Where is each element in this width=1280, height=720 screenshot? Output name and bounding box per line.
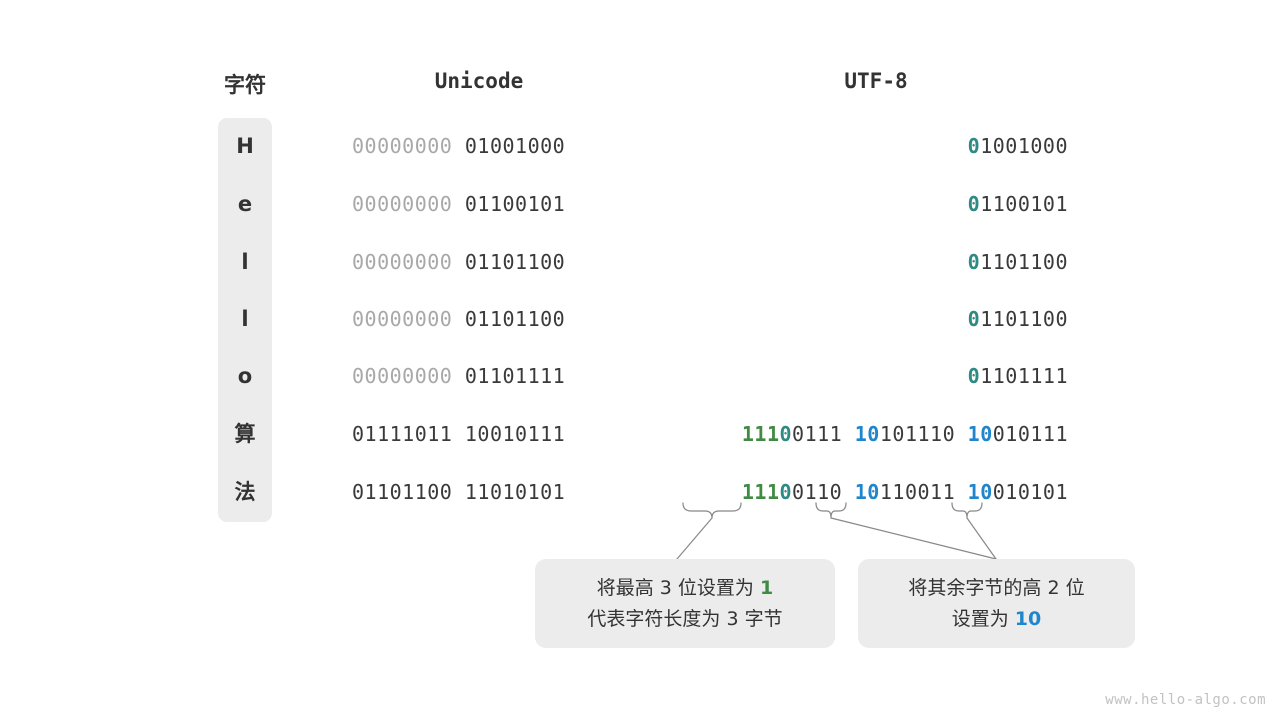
character-cell: H (236, 134, 254, 158)
utf8-prefix-bit: 0 (967, 307, 981, 331)
callout-left-line1-text: 将最高 3 位设置为 (596, 576, 760, 599)
utf8-byte2-payload: 101110 (879, 422, 956, 446)
character-cell: o (237, 364, 253, 388)
header-unicode: Unicode (434, 69, 524, 93)
leader-line-continuation-byte2 (830, 517, 997, 560)
utf8-byte1-payload: 0111 (792, 422, 843, 446)
callout-left-line1: 将最高 3 位设置为 1 (597, 573, 773, 604)
utf8-prefix-bit: 0 (967, 192, 981, 216)
utf8-lead-marker-bits: 111 (741, 422, 780, 446)
utf8-byte3-payload: 010111 (992, 422, 1068, 446)
utf8-payload-bits: 1101100 (980, 250, 1068, 274)
utf8-continuation-marker-bits: 10 (854, 422, 880, 446)
unicode-low-byte: 01101100 (464, 307, 566, 331)
unicode-low-byte: 01001000 (464, 134, 566, 158)
character-cell: l (241, 250, 249, 274)
utf8-byte2-payload: 110011 (879, 480, 956, 504)
callout-right-emphasis: 10 (1014, 607, 1042, 630)
unicode-bits: 00000000 01100101 (352, 176, 565, 233)
utf8-payload-bits: 1001000 (980, 134, 1068, 158)
utf8-payload-bits: 1101111 (980, 364, 1068, 388)
unicode-high-byte: 00000000 (352, 134, 453, 158)
callout-right-line2: 设置为 10 (952, 604, 1042, 635)
character-cell: 法 (234, 480, 256, 504)
utf8-byte1-payload: 0110 (792, 480, 843, 504)
unicode-low-byte: 01101100 (464, 250, 566, 274)
unicode-high-byte: 00000000 (352, 307, 453, 331)
unicode-bits: 00000000 01101111 (352, 348, 565, 405)
callout-continuation-bytes: 将其余字节的高 2 位 设置为 10 (858, 559, 1135, 648)
utf8-bits: 01101100 (352, 291, 1068, 348)
unicode-high-byte: 00000000 (352, 250, 453, 274)
unicode-low-byte: 01100101 (464, 192, 566, 216)
utf8-continuation-marker-bits: 10 (967, 480, 993, 504)
callout-left-emphasis: 1 (759, 576, 774, 599)
utf8-lead-terminator-bit: 0 (779, 422, 793, 446)
utf8-prefix-bit: 0 (967, 250, 981, 274)
utf8-prefix-bit: 0 (967, 134, 981, 158)
unicode-low-byte: 11010101 (464, 480, 566, 504)
utf8-lead-terminator-bit: 0 (779, 480, 793, 504)
unicode-low-byte: 10010111 (464, 422, 566, 446)
footer-url: www.hello-algo.com (1105, 692, 1266, 708)
leader-line-lead-marker (676, 517, 713, 560)
utf8-bits: 01100101 (352, 176, 1068, 233)
character-column-panel (218, 118, 272, 522)
header-character: 字符 (224, 73, 266, 97)
utf8-bits: 01001000 (352, 118, 1068, 175)
utf8-payload-bits: 1100101 (980, 192, 1068, 216)
leader-line-continuation-byte3 (966, 517, 997, 560)
header-utf8: UTF-8 (844, 69, 908, 93)
unicode-bits: 01101100 11010101 (352, 464, 565, 521)
unicode-bits: 00000000 01001000 (352, 118, 565, 175)
utf8-byte3-payload: 010101 (992, 480, 1068, 504)
unicode-high-byte: 01101100 (352, 480, 453, 504)
callout-right-line1: 将其余字节的高 2 位 (908, 576, 1085, 599)
utf8-prefix-bit: 0 (967, 364, 981, 388)
utf8-lead-marker-bits: 111 (741, 480, 780, 504)
utf8-bits: 01101111 (352, 348, 1068, 405)
callout-lead-byte: 将最高 3 位设置为 1 代表字符长度为 3 字节 (535, 559, 835, 648)
unicode-low-byte: 01101111 (464, 364, 566, 388)
character-cell: 算 (234, 422, 256, 446)
utf8-bits: 01101100 (352, 234, 1068, 291)
utf8-continuation-marker-bits: 10 (854, 480, 880, 504)
callout-left-line2: 代表字符长度为 3 字节 (587, 607, 783, 630)
utf8-payload-bits: 1101100 (980, 307, 1068, 331)
utf8-bits: 11100111 10101110 10010111 (352, 406, 1068, 463)
unicode-high-byte: 00000000 (352, 192, 453, 216)
unicode-high-byte: 01111011 (352, 422, 453, 446)
utf8-continuation-marker-bits: 10 (967, 422, 993, 446)
unicode-high-byte: 00000000 (352, 364, 453, 388)
character-cell: l (241, 307, 249, 331)
unicode-bits: 01111011 10010111 (352, 406, 565, 463)
utf8-bits: 11100110 10110011 10010101 (352, 464, 1068, 521)
callout-right-line2-text: 设置为 (951, 607, 1015, 630)
character-cell: e (237, 192, 253, 216)
unicode-bits: 00000000 01101100 (352, 234, 565, 291)
unicode-bits: 00000000 01101100 (352, 291, 565, 348)
